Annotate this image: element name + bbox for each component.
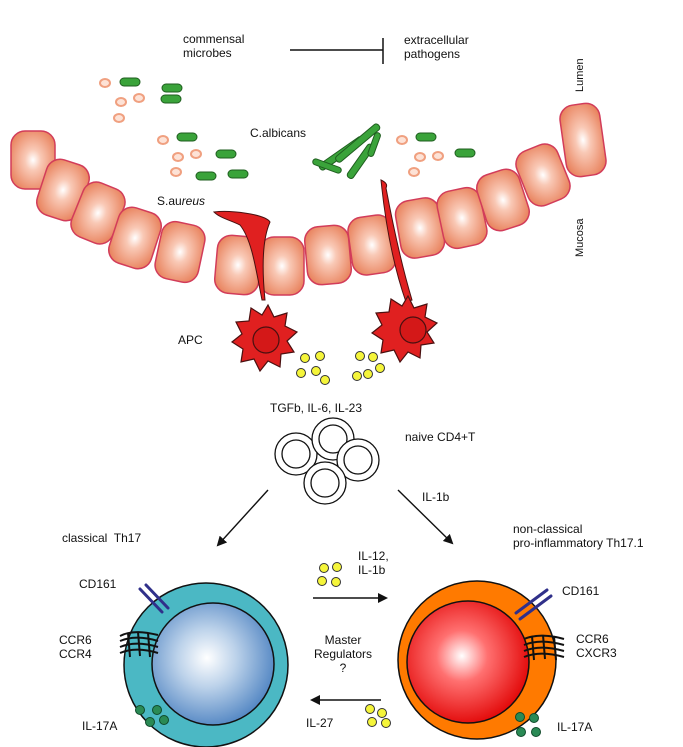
- il17a-left-label: IL-17A: [82, 719, 118, 733]
- epithelial-cell: [108, 206, 162, 270]
- ccr6-ccr4-label: CCR6 CCR4: [59, 633, 92, 661]
- arrows: [216, 489, 454, 705]
- rod-bacterium: [195, 171, 217, 181]
- rod-bacterium: [161, 83, 183, 93]
- cytokine-dot: [375, 363, 385, 373]
- cd161-receptor-right: [514, 588, 553, 621]
- cytokine-dot: [365, 704, 375, 714]
- classical-th17-label: classical Th17: [62, 531, 142, 545]
- coccus: [190, 149, 202, 159]
- nonclassical-th171-label: non-classical pro-inflammatory Th17.1: [513, 522, 644, 550]
- cytokine-dot: [363, 369, 373, 379]
- arrow-to-th171: [397, 489, 454, 545]
- cd161-right-label: CD161: [562, 584, 600, 598]
- cytokine-dot: [315, 351, 325, 361]
- il1b-label: IL-1b: [422, 490, 450, 504]
- cytokines-top-label: TGFb, IL-6, IL-23: [270, 401, 363, 415]
- apc-left: [212, 211, 299, 373]
- rod-bacterium: [160, 94, 182, 104]
- cytokine-dot: [332, 562, 342, 572]
- coccus: [414, 152, 426, 162]
- s-aureus-label: S.aureus: [157, 194, 205, 208]
- coccus: [157, 135, 169, 145]
- naive-t-cells: [274, 417, 380, 505]
- c-albicans-label: C.albicans: [250, 126, 307, 140]
- coccus: [396, 135, 408, 145]
- coccus: [113, 113, 125, 123]
- s-aureus-prefix: S.au: [157, 194, 182, 208]
- il17a-dot: [531, 727, 541, 737]
- epithelial-cell: [303, 224, 353, 286]
- coccus: [432, 151, 444, 161]
- ccr-receptors-left: [119, 631, 159, 658]
- cytokine-dot: [355, 351, 365, 361]
- apc-label: APC: [178, 333, 203, 347]
- coccus: [172, 152, 184, 162]
- cytokine-dot: [368, 352, 378, 362]
- rod-bacterium: [176, 132, 198, 142]
- il17a-dot: [159, 715, 169, 725]
- il17a-dot: [152, 705, 162, 715]
- epithelial-cell: [559, 102, 607, 178]
- rod-bacterium: [227, 169, 249, 179]
- microbes: [99, 77, 476, 181]
- th17-classical-cell: [119, 582, 289, 747]
- epithelial-cell: [259, 236, 305, 296]
- s-aureus-italic: reus: [181, 194, 206, 208]
- il17a-dot: [515, 712, 525, 722]
- cytokine-dot: [377, 708, 387, 718]
- coccus: [408, 167, 420, 177]
- il17a-dot: [529, 713, 539, 723]
- il17a-right-label: IL-17A: [557, 720, 593, 734]
- cd161-receptor-left: [138, 583, 170, 614]
- cytokine-dot: [352, 371, 362, 381]
- lumen-label: Lumen: [574, 58, 586, 92]
- mucosa-label: Mucosa: [574, 218, 586, 257]
- coccus: [170, 167, 182, 177]
- rod-bacterium: [215, 149, 237, 159]
- naive-cd4-label: naive CD4+T: [405, 430, 476, 444]
- th17-1-nonclassical-cell: [397, 580, 565, 740]
- cytokine-dots: [296, 351, 391, 728]
- il17a-dot: [135, 705, 145, 715]
- cd161-left-label: CD161: [79, 577, 117, 591]
- coccus: [99, 78, 111, 88]
- cytokine-dot: [311, 366, 321, 376]
- il27-label: IL-27: [306, 716, 334, 730]
- legend-extracellular-pathogens: extracellular pathogens: [404, 33, 469, 61]
- ccr-receptors-right: [523, 634, 565, 661]
- cytokine-dot: [367, 717, 377, 727]
- coccus: [115, 97, 127, 107]
- cytokine-dot: [296, 368, 306, 378]
- il12-il1b-label: IL-12, IL-1b: [358, 549, 389, 577]
- il17a-dot: [516, 727, 526, 737]
- rod-bacterium: [415, 132, 437, 142]
- arrow-to-th17: [216, 489, 269, 547]
- cytokine-dot: [331, 577, 341, 587]
- il17a-dots: [135, 705, 541, 737]
- epithelial-cell: [154, 220, 206, 284]
- legend-commensal-microbes: commensal microbes: [183, 32, 245, 60]
- c-albicans-hyphae: [312, 123, 381, 179]
- master-regulators-label: Master Regulators ?: [313, 633, 373, 675]
- cytokine-dot: [317, 576, 327, 586]
- cytokine-dot: [300, 353, 310, 363]
- coccus: [133, 93, 145, 103]
- rod-bacterium: [454, 148, 476, 158]
- epithelial-cell: [476, 168, 530, 232]
- ccr6-cxcr3-label: CCR6 CXCR3: [576, 632, 617, 660]
- cytokine-dot: [320, 375, 330, 385]
- apc-right: [370, 179, 439, 364]
- epithelium-layer: [10, 102, 607, 296]
- cytokine-dot: [319, 563, 329, 573]
- inhibition-symbol: [290, 38, 384, 64]
- il17a-dot: [145, 717, 155, 727]
- epithelial-cell: [515, 143, 571, 207]
- cytokine-dot: [381, 718, 391, 728]
- rod-bacterium: [119, 77, 141, 87]
